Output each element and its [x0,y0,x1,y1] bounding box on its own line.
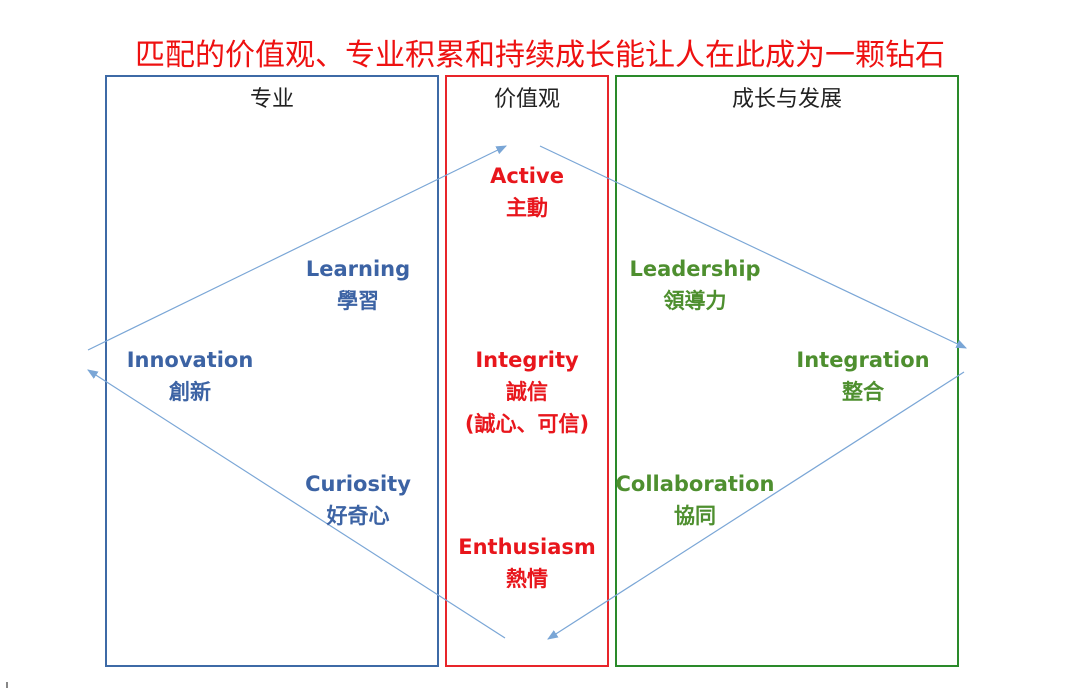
growth-heading: 成长与发展 [731,87,842,112]
growth-collaboration-en: Collaboration [615,472,775,496]
value-integrity-en: Integrity [475,348,579,372]
value-enthusiasm: Enthusiasm 熱情 [458,531,595,595]
professional-curiosity: Curiosity 好奇心 [305,468,411,532]
professional-learning-en: Learning [305,257,411,281]
growth-integration: Integration 整合 [796,344,929,408]
value-active: Active 主動 [490,160,564,224]
value-active-en: Active [490,164,564,188]
diagram-title: 匹配的价值观、专业积累和持续成长能让人在此成为一颗钻石 [135,38,945,73]
professional-innovation-zh: 創新 [169,380,211,404]
growth-integration-zh: 整合 [842,380,884,404]
value-active-zh: 主動 [506,196,548,220]
growth-leadership: Leadership 領導力 [629,253,760,317]
professional-innovation: Innovation 創新 [127,344,254,408]
value-integrity: Integrity 誠信 (誠心、可信) [465,344,589,440]
values-heading: 价值观 [493,87,560,112]
corner-mark [6,682,8,688]
value-integrity-note: (誠心、可信) [464,412,590,436]
professional-learning-zh: 學習 [336,289,379,313]
growth-leadership-en: Leadership [629,257,761,281]
growth-collaboration-zh: 協同 [673,504,716,528]
growth-leadership-zh: 領導力 [663,289,727,313]
value-enthusiasm-zh: 熱情 [505,567,548,591]
professional-curiosity-zh: 好奇心 [326,504,390,528]
professional-learning: Learning 學習 [306,253,410,317]
growth-collaboration: Collaboration 協同 [615,468,774,532]
growth-integration-en: Integration [796,348,930,372]
professional-innovation-en: Innovation [126,348,254,372]
value-integrity-zh: 誠信 [505,380,548,404]
professional-heading: 专业 [249,87,294,112]
value-enthusiasm-en: Enthusiasm [458,535,596,559]
growth-column: 成长与发展 [615,75,959,667]
professional-curiosity-en: Curiosity [305,472,411,496]
